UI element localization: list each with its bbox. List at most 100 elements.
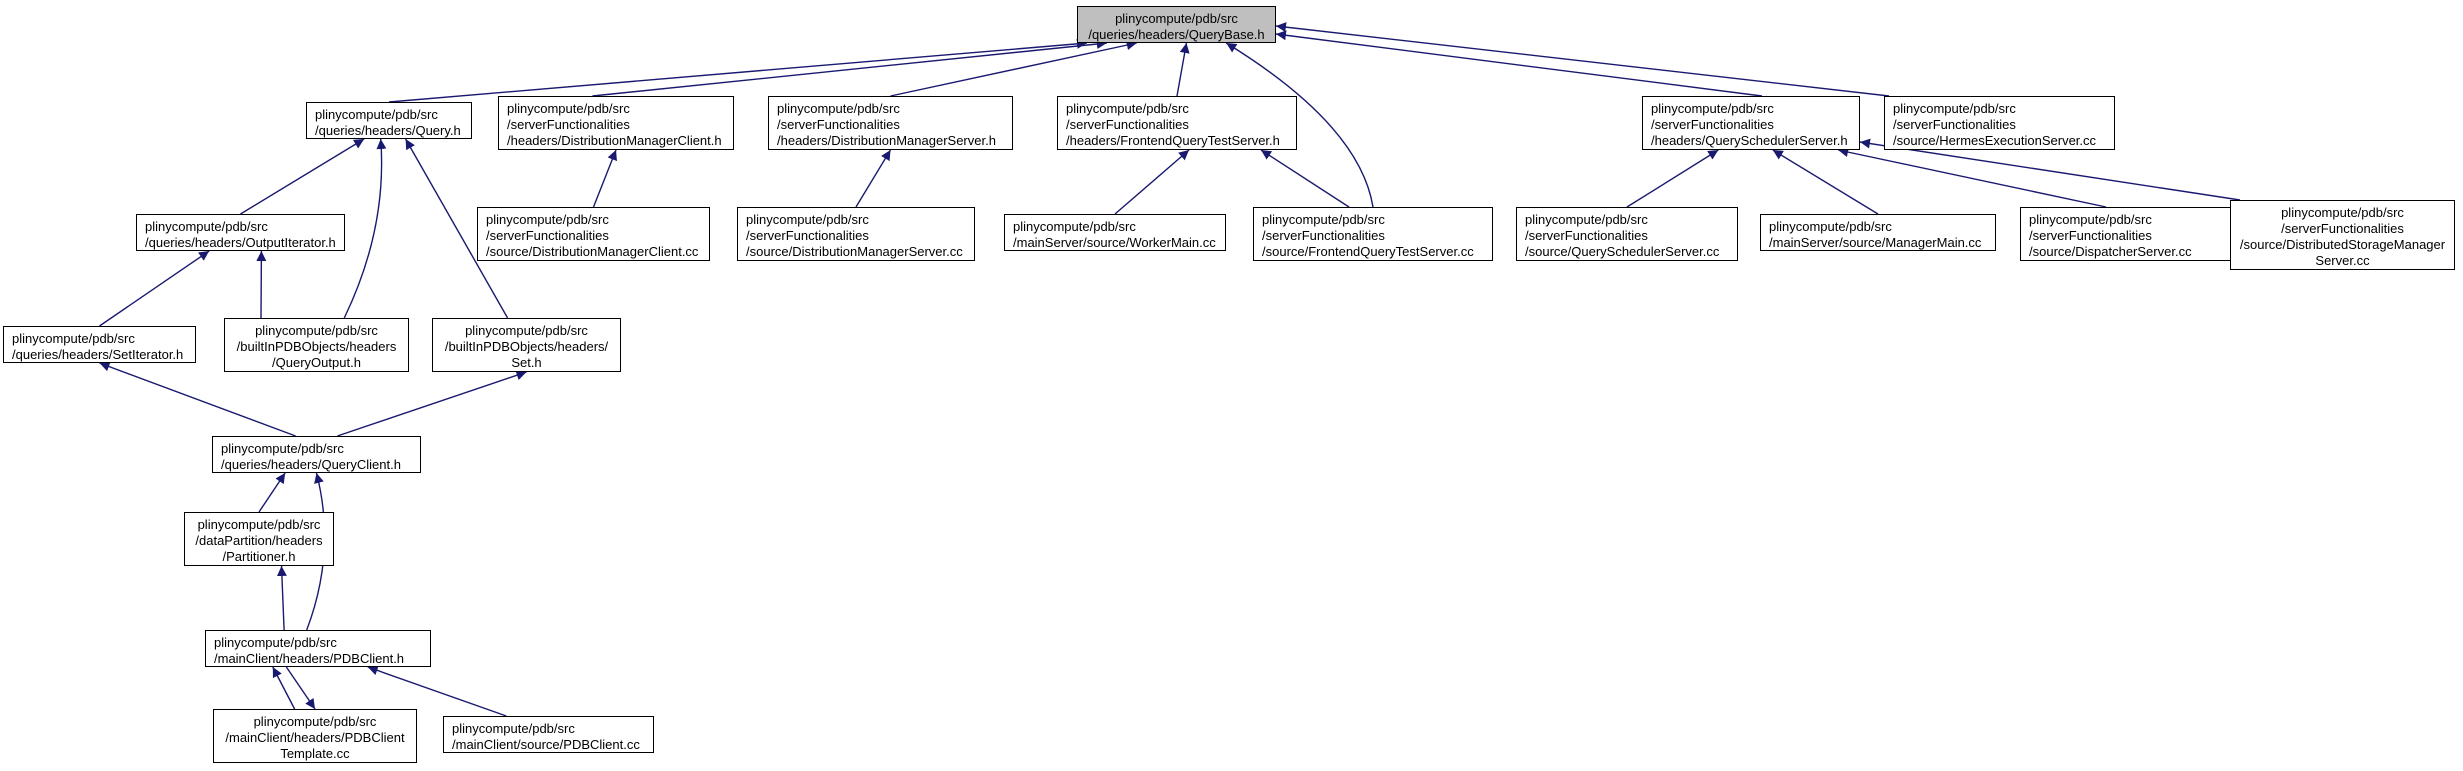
node-query[interactable]: plinycompute/pdb/src/queries/headers/Que… [306,102,472,139]
node-label-line: plinycompute/pdb/src [1651,101,1774,116]
edge-queryoutput-to-query [343,138,387,319]
node-label-line: plinycompute/pdb/src [486,212,609,227]
node-queryclient[interactable]: plinycompute/pdb/src/queries/headers/Que… [212,436,421,473]
edge-pdbclient-cc-to-pdbclient-h [367,665,507,717]
node-setiter[interactable]: plinycompute/pdb/src/queries/headers/Set… [3,326,196,363]
edge-queryclient-to-set-h [337,370,527,437]
node-label-line: plinycompute/pdb/src [465,323,588,338]
node-label-line: /dataPartition/headers [195,533,323,548]
node-label-line: Set.h [511,355,542,370]
node-label-line: /Partitioner.h [222,549,296,564]
node-label-line: /mainServer/source/ManagerMain.cc [1769,235,1982,250]
node-label-line: /QueryOutput.h [272,355,361,370]
node-fqts-h[interactable]: plinycompute/pdb/src/serverFunctionaliti… [1057,96,1297,150]
edge-dispatcher-to-qss-h [1838,147,2107,208]
node-label-line: /headers/DistributionManagerServer.h [777,133,996,148]
node-dms-h[interactable]: plinycompute/pdb/src/serverFunctionaliti… [768,96,1013,150]
node-label-line: plinycompute/pdb/src [2281,205,2404,220]
node-label-line: plinycompute/pdb/src [1115,11,1238,26]
node-label-line: /queries/headers/SetIterator.h [12,347,184,362]
node-label-line: /serverFunctionalities [1651,117,1774,132]
node-label-line: /source/QuerySchedulerServer.cc [1525,244,1720,259]
edge-partitioner-to-queryclient [258,472,286,513]
edge-pdbclient-h-to-pdbclient-tmpl [285,666,316,710]
node-querybase[interactable]: plinycompute/pdb/src/queries/headers/Que… [1077,6,1276,43]
node-label-line: /serverFunctionalities [1893,117,2016,132]
node-label-line: /mainClient/headers/PDBClient [225,730,405,745]
node-label-line: plinycompute/pdb/src [214,635,337,650]
node-label-line: plinycompute/pdb/src [315,107,438,122]
node-label-line: /headers/FrontendQueryTestServer.h [1066,133,1280,148]
node-pdbclient-h[interactable]: plinycompute/pdb/src/mainClient/headers/… [205,630,431,667]
node-label-line: /mainServer/source/WorkerMain.cc [1013,235,1216,250]
node-label-line: /source/DistributionManagerServer.cc [746,244,963,259]
node-label-line: Server.cc [2315,253,2370,268]
node-label-line: /mainClient/headers/PDBClient.h [214,651,405,666]
node-managermain[interactable]: plinycompute/pdb/src/mainServer/source/M… [1760,214,1996,251]
edge-dmc-h-to-querybase [592,39,1107,97]
node-label-line: /source/DispatcherServer.cc [2029,244,2192,259]
node-qss-h[interactable]: plinycompute/pdb/src/serverFunctionaliti… [1642,96,1860,150]
node-label-line: /serverFunctionalities [1066,117,1189,132]
node-label-line: plinycompute/pdb/src [221,441,344,456]
node-pdbclient-cc[interactable]: plinycompute/pdb/src/mainClient/source/P… [443,716,654,753]
node-pdbclient-tmpl[interactable]: plinycompute/pdb/src/mainClient/headers/… [213,709,417,763]
node-queryoutput[interactable]: plinycompute/pdb/src/builtInPDBObjects/h… [224,318,409,372]
node-label-line: plinycompute/pdb/src [1525,212,1648,227]
node-set-h[interactable]: plinycompute/pdb/src/builtInPDBObjects/h… [432,318,621,372]
node-dsms[interactable]: plinycompute/pdb/src/serverFunctionaliti… [2230,200,2455,270]
edge-layer [99,22,2241,717]
node-label-line: /serverFunctionalities [486,228,609,243]
node-label-line: /builtInPDBObjects/headers [236,339,397,354]
edge-managermain-to-qss-h [1772,149,1879,215]
node-workermain[interactable]: plinycompute/pdb/src/mainServer/source/W… [1004,214,1226,251]
node-label-line: Template.cc [280,746,350,761]
node-fqts-cc[interactable]: plinycompute/pdb/src/serverFunctionaliti… [1253,207,1493,261]
node-label-line: /queries/headers/OutputIterator.h [145,235,336,250]
node-dispatcher[interactable]: plinycompute/pdb/src/serverFunctionaliti… [2020,207,2235,261]
node-dms-cc[interactable]: plinycompute/pdb/src/serverFunctionaliti… [737,207,975,261]
node-outputiter[interactable]: plinycompute/pdb/src/queries/headers/Out… [136,214,345,251]
edge-pdbclient-h-to-partitioner [276,565,287,631]
edge-fqts-cc-to-fqts-h [1260,149,1350,208]
edge-workermain-to-fqts-h [1114,149,1190,215]
node-label-line: plinycompute/pdb/src [746,212,869,227]
node-label-line: /source/DistributedStorageManager [2239,237,2446,252]
node-label-line: plinycompute/pdb/src [145,219,268,234]
node-label-line: plinycompute/pdb/src [777,101,900,116]
edge-qss-h-to-querybase [1275,30,1762,97]
node-label-line: plinycompute/pdb/src [1013,219,1136,234]
edge-queryclient-to-setiter [99,361,296,437]
node-qss-cc[interactable]: plinycompute/pdb/src/serverFunctionaliti… [1516,207,1738,261]
node-label-line: plinycompute/pdb/src [1066,101,1189,116]
node-label-line: plinycompute/pdb/src [2029,212,2152,227]
edge-fqts-cc-to-querybase [1225,42,1374,208]
node-label-line: /serverFunctionalities [1525,228,1648,243]
node-label-line: /mainClient/source/PDBClient.cc [452,737,640,752]
node-label-line: /source/DistributionManagerClient.cc [486,244,699,259]
edge-dmc-cc-to-dmc-h [592,149,617,208]
edge-outputiter-to-query [240,138,365,215]
node-hes-cc[interactable]: plinycompute/pdb/src/serverFunctionaliti… [1884,96,2115,150]
edge-set-h-to-query [404,138,509,319]
node-label-line: /serverFunctionalities [2029,228,2152,243]
edge-pdbclient-tmpl-to-pdbclient-h [272,666,296,710]
node-label-line: /source/HermesExecutionServer.cc [1893,133,2097,148]
edge-qss-cc-to-qss-h [1626,149,1719,208]
node-label-line: /serverFunctionalities [777,117,900,132]
edge-dsms-to-qss-h [1859,138,2241,201]
edge-hes-cc-to-querybase [1275,22,1890,97]
edge-fqts-h-to-querybase [1176,42,1190,97]
edge-query-to-querybase [388,38,1088,103]
node-label-line: /queries/headers/QueryClient.h [221,457,401,472]
edge-setiter-to-outputiter [99,250,210,327]
node-label-line: /serverFunctionalities [2281,221,2404,236]
node-label-line: plinycompute/pdb/src [1262,212,1385,227]
node-label-line: plinycompute/pdb/src [507,101,630,116]
node-dmc-h[interactable]: plinycompute/pdb/src/serverFunctionaliti… [498,96,734,150]
node-partitioner[interactable]: plinycompute/pdb/src/dataPartition/heade… [184,512,334,566]
node-label-line: /serverFunctionalities [746,228,869,243]
node-label-line: /builtInPDBObjects/headers/ [444,339,609,354]
node-dmc-cc[interactable]: plinycompute/pdb/src/serverFunctionaliti… [477,207,710,261]
